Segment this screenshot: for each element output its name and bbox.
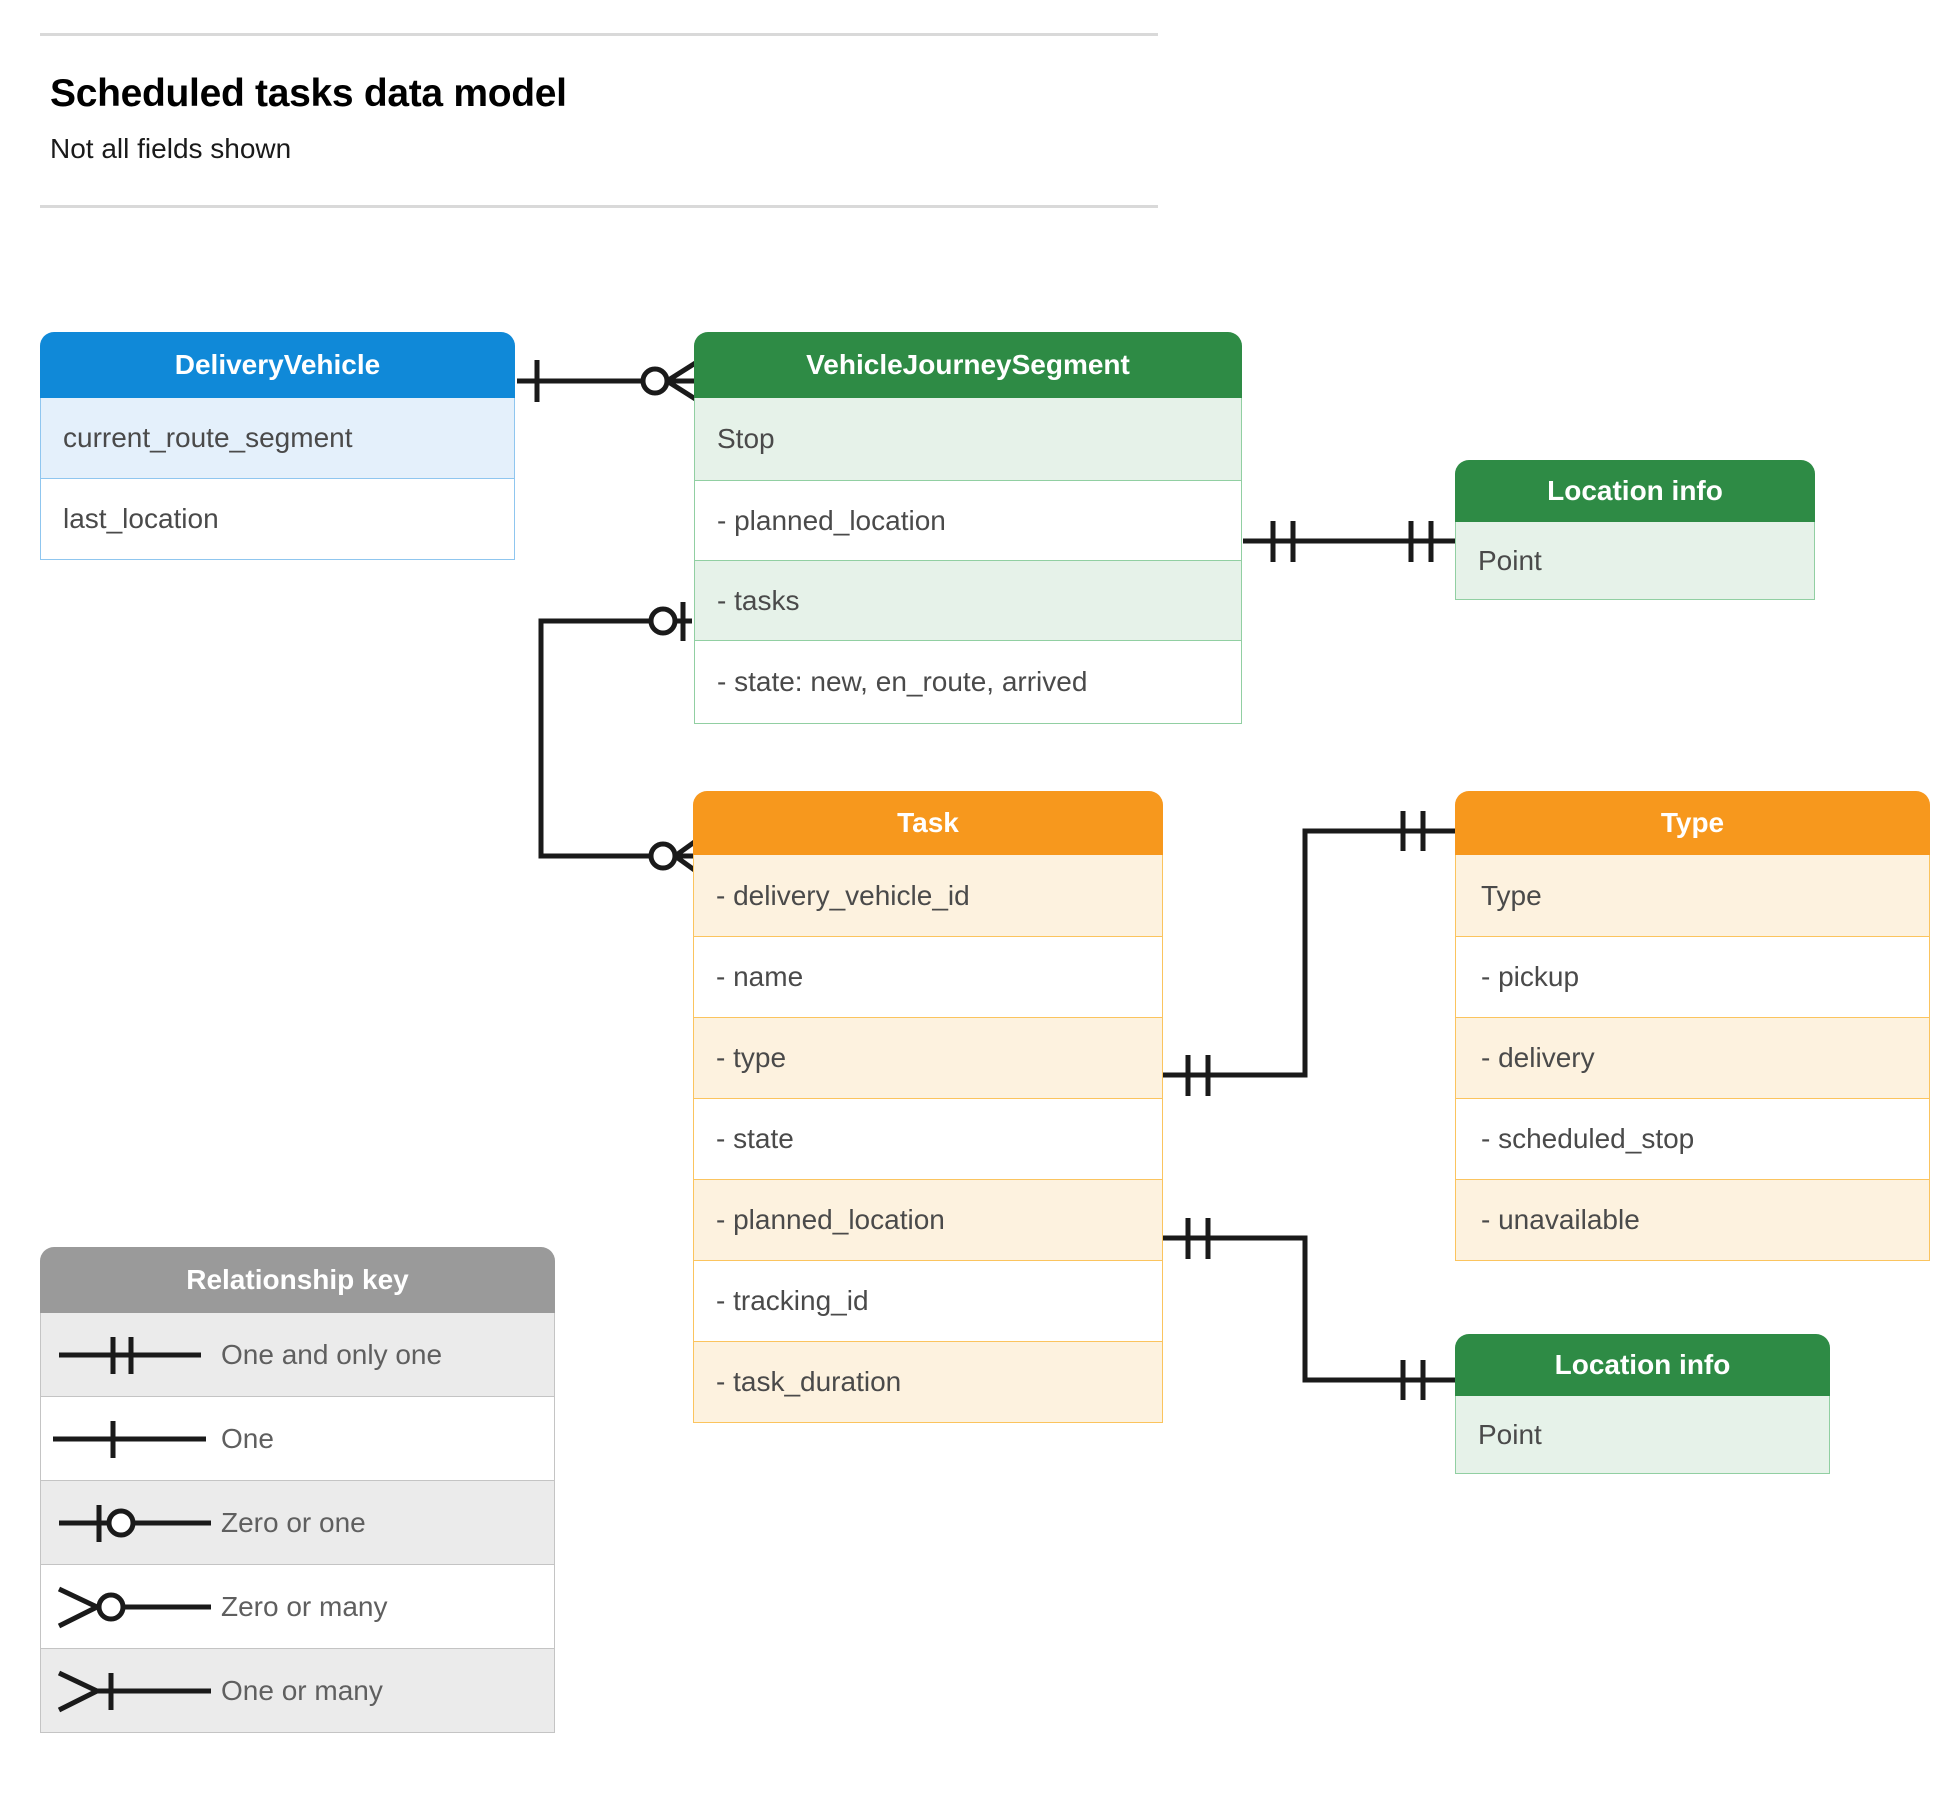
page-subtitle: Not all fields shown	[50, 133, 292, 164]
one-icon	[53, 1421, 206, 1458]
cardinality-zero-circle	[640, 366, 670, 396]
field-row[interactable]: - planned_location	[694, 481, 1242, 561]
legend-item-one: One	[40, 1397, 555, 1481]
legend-item-zero-or-one: Zero or one	[40, 1481, 555, 1565]
field-row[interactable]: - scheduled_stop	[1455, 1099, 1930, 1180]
entity-title-location-info-top: Location info	[1455, 460, 1815, 522]
entity-title-type: Type	[1455, 791, 1930, 855]
entity-task[interactable]: Task - delivery_vehicle_id - name - type…	[693, 791, 1163, 1423]
one-or-many-icon	[57, 1670, 211, 1713]
legend-label: Zero or one	[221, 1506, 366, 1538]
field-row[interactable]: Point	[1455, 522, 1815, 600]
field-row[interactable]: Point	[1455, 1396, 1830, 1474]
field-row[interactable]: Type	[1455, 855, 1930, 937]
page-title: Scheduled tasks data model	[50, 72, 567, 115]
entity-title-vehicle-journey-segment: VehicleJourneySegment	[694, 332, 1242, 398]
field-row[interactable]: - planned_location	[693, 1180, 1163, 1261]
legend-relationship-key: Relationship key One and only one One	[40, 1247, 555, 1733]
legend-item-zero-or-many: Zero or many	[40, 1565, 555, 1649]
field-row[interactable]: - delivery	[1455, 1018, 1930, 1099]
zero-or-many-icon	[57, 1586, 211, 1629]
field-row[interactable]: - state	[693, 1099, 1163, 1180]
field-row[interactable]: current_route_segment	[40, 398, 515, 479]
field-row[interactable]: - tracking_id	[693, 1261, 1163, 1342]
legend-item-one-and-only-one: One and only one	[40, 1313, 555, 1397]
legend-label: One and only one	[221, 1338, 443, 1370]
connector-task-type	[1163, 828, 1455, 1078]
field-row[interactable]: - pickup	[1455, 937, 1930, 1018]
connector-task-locationinfo-bottom	[1163, 1235, 1455, 1383]
zero-or-one-icon	[59, 1505, 211, 1542]
legend-title: Relationship key	[40, 1247, 555, 1313]
crowsfoot-lower	[665, 378, 699, 403]
legend-item-one-or-many: One or many	[40, 1649, 555, 1733]
cardinality-zero-circle-tasks	[648, 606, 678, 636]
legend-label: One or many	[221, 1674, 383, 1706]
field-row[interactable]: - state: new, en_route, arrived	[694, 641, 1242, 724]
legend-label: One	[221, 1422, 274, 1454]
legend-label: Zero or many	[221, 1590, 388, 1622]
connector-vjs-tasks-task	[538, 618, 694, 859]
entity-title-location-info-bottom: Location info	[1455, 1334, 1830, 1396]
field-row[interactable]: - task_duration	[693, 1342, 1163, 1423]
cardinality-zero-circle-task	[648, 841, 678, 871]
entity-title-task: Task	[693, 791, 1163, 855]
field-row[interactable]: last_location	[40, 479, 515, 560]
field-row[interactable]: - tasks	[694, 561, 1242, 641]
field-row[interactable]: - type	[693, 1018, 1163, 1099]
field-row[interactable]: - unavailable	[1455, 1180, 1930, 1261]
header-divider-bottom	[40, 205, 1158, 208]
entity-vehicle-journey-segment[interactable]: VehicleJourneySegment Stop - planned_loc…	[694, 332, 1242, 724]
entity-location-info-bottom[interactable]: Location info Point	[1455, 1334, 1830, 1474]
entity-location-info-top[interactable]: Location info Point	[1455, 460, 1815, 600]
one-and-only-one-icon	[59, 1337, 201, 1374]
header-divider-top	[40, 33, 1158, 36]
field-row[interactable]: - delivery_vehicle_id	[693, 855, 1163, 937]
entity-title-delivery-vehicle: DeliveryVehicle	[40, 332, 515, 398]
field-row[interactable]: - name	[693, 937, 1163, 1018]
field-row[interactable]: Stop	[694, 398, 1242, 481]
crowsfoot-upper	[665, 359, 699, 384]
entity-type[interactable]: Type Type - pickup - delivery - schedule…	[1455, 791, 1930, 1261]
entity-delivery-vehicle[interactable]: DeliveryVehicle current_route_segment la…	[40, 332, 515, 560]
